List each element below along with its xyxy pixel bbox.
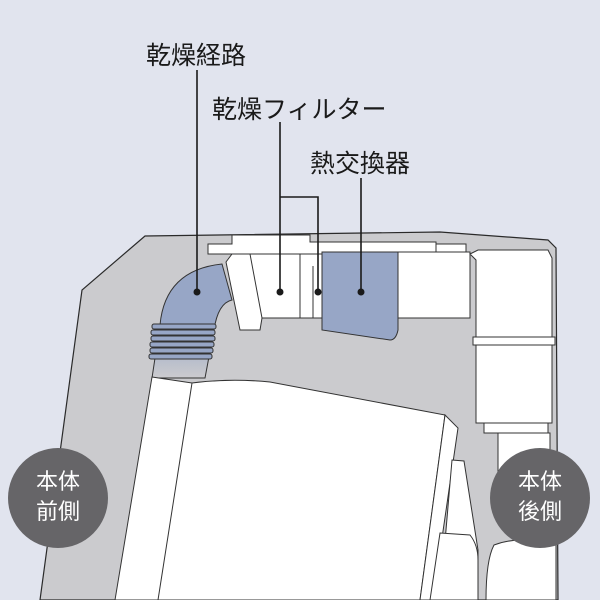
badge-front-line1: 本体	[35, 470, 80, 495]
label-heat-exchanger: 熱交換器	[310, 149, 411, 178]
badge-front: 本体 前側	[8, 448, 108, 548]
badge-front-line2: 前側	[35, 500, 80, 525]
badge-rear: 本体 後側	[490, 448, 590, 548]
badge-rear-line1: 本体	[517, 470, 562, 495]
drum	[114, 376, 446, 600]
label-drying-filter: 乾燥フィルター	[212, 95, 387, 124]
heat-exchanger	[321, 251, 399, 341]
badge-rear-line2: 後側	[517, 500, 562, 525]
bellows	[148, 323, 217, 360]
label-drying-path: 乾燥経路	[146, 41, 247, 70]
